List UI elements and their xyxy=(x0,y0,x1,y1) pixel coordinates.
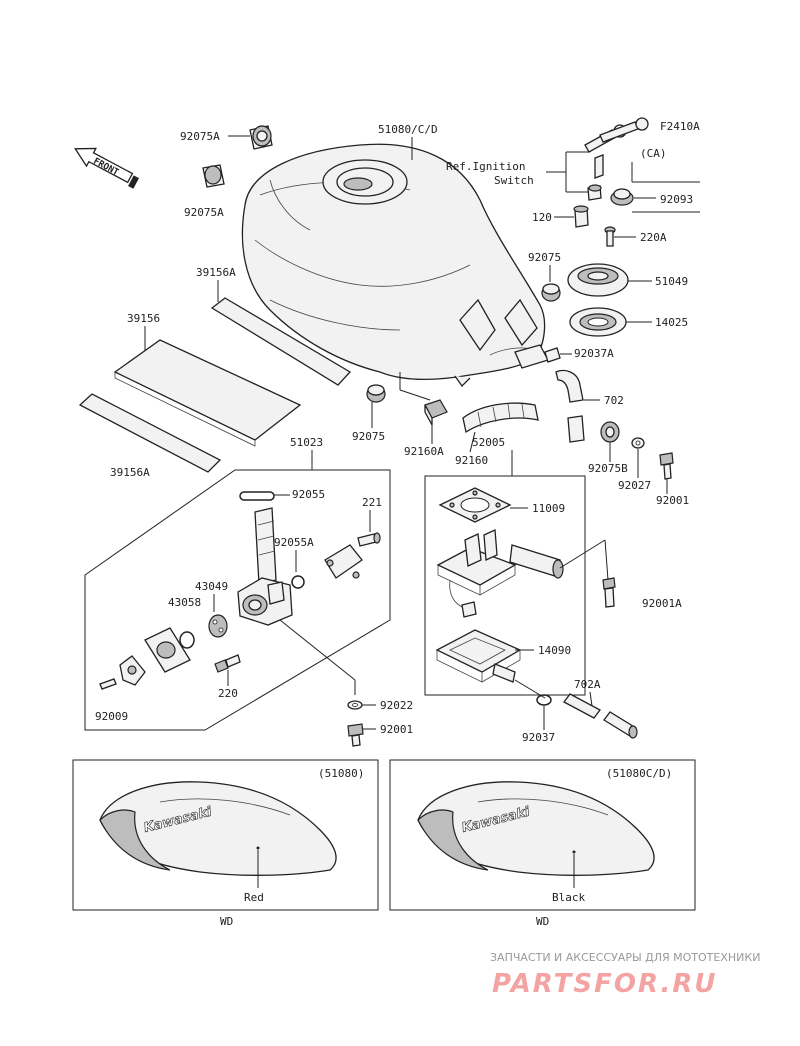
clip-part-92037A xyxy=(544,347,561,363)
variant-market-red: WD xyxy=(220,915,233,928)
part-label-92022: 92022 xyxy=(380,699,413,712)
pad-part-39156A-bottom xyxy=(78,393,222,473)
part-label-92160a: 92160A xyxy=(404,445,444,458)
part-label-92075-right: 92075 xyxy=(528,251,561,264)
part-label-39156a-top: 39156A xyxy=(196,266,236,279)
damper-part-92075A-top xyxy=(249,125,273,150)
fuel-cock-part-51023 xyxy=(237,507,293,626)
part-label-11009: 11009 xyxy=(532,502,565,515)
bolt-part-92001-bottom xyxy=(347,723,364,747)
screw-part-220 xyxy=(214,654,241,673)
bolt-part-92001A xyxy=(602,577,616,608)
cap-part-key-cylinder xyxy=(587,184,602,201)
part-label-92075a-top: 92075A xyxy=(180,130,220,143)
oring-part-92055 xyxy=(239,491,275,501)
watermark: ЗАПЧАСТИ И АКСЕССУАРЫ ДЛЯ МОТОТЕХНИКИ PA… xyxy=(490,951,760,999)
part-label-51080cd: 51080/C/D xyxy=(378,123,438,136)
part-label-92055: 92055 xyxy=(292,488,325,501)
cushion-part-92160 xyxy=(462,402,539,434)
front-arrow-icon: FRONT xyxy=(74,147,139,189)
fuel-pump-part-52005 xyxy=(436,529,564,618)
part-label-43058: 43058 xyxy=(168,596,201,609)
part-label-92037: 92037 xyxy=(522,731,555,744)
part-label-92075a-bottom: 92075A xyxy=(184,206,224,219)
pad-part-39156 xyxy=(113,339,302,447)
part-label-52005: 52005 xyxy=(472,436,505,449)
variant-color-black: Black xyxy=(552,891,585,904)
part-label-51049: 51049 xyxy=(655,275,688,288)
variant-panel-black: (51080C/D) Kawasaki Black xyxy=(389,759,696,911)
ring-part-14025 xyxy=(569,307,627,337)
fuel-pump-group-box xyxy=(424,475,586,696)
part-label-702: 702 xyxy=(604,394,624,407)
variant-code-black: (51080C/D) xyxy=(606,767,672,780)
part-label-702a: 702A xyxy=(574,678,601,691)
gasket-part-11009 xyxy=(438,487,512,523)
packing-part-43049 xyxy=(208,614,228,638)
cap-part-92093 xyxy=(610,188,634,206)
cover-part-diaphragm xyxy=(324,544,363,579)
part-label-120: 120 xyxy=(532,211,552,224)
cushion-part-92160A xyxy=(424,399,448,426)
part-label-92075b: 92075B xyxy=(588,462,628,475)
lever-part-fuel-cock xyxy=(119,655,146,686)
oring-part-43058 xyxy=(179,631,195,649)
variant-color-red: Red xyxy=(244,891,264,904)
part-label-14025: 14025 xyxy=(655,316,688,329)
lever-plate-part xyxy=(144,627,191,673)
washer-part-92027 xyxy=(631,437,645,449)
part-label-51023: 51023 xyxy=(290,436,323,449)
variant-market-black: WD xyxy=(536,915,549,928)
ca-variant-label: (CA) xyxy=(640,147,667,160)
ref-ignition-text: Ref.Ignition xyxy=(446,160,525,173)
part-label-92160: 92160 xyxy=(455,454,488,467)
part-label-92009: 92009 xyxy=(95,710,128,723)
variant-code-red: (51080) xyxy=(318,767,364,780)
cover-part-14090 xyxy=(435,629,522,683)
part-label-221: 221 xyxy=(362,496,382,509)
diagram-ref-code: F2410A xyxy=(660,120,700,133)
ref-switch-text: Switch xyxy=(494,174,534,187)
bolt-part-120 xyxy=(573,205,589,228)
part-label-92001a: 92001A xyxy=(642,597,682,610)
fuel-cock-group-box xyxy=(84,469,391,731)
screw-part-220A xyxy=(604,226,616,247)
washer-part-92022 xyxy=(347,700,363,710)
hose-part-702A xyxy=(563,693,638,739)
watermark-brand: PARTSFOR.RU xyxy=(492,969,717,999)
screw-part-221 xyxy=(357,532,381,547)
part-label-14090: 14090 xyxy=(538,644,571,657)
part-label-92075-mid: 92075 xyxy=(352,430,385,443)
pad-part-39156A-top xyxy=(210,297,352,386)
part-label-220: 220 xyxy=(218,687,238,700)
part-label-39156a-bottom: 39156A xyxy=(110,466,150,479)
screw-part-92009 xyxy=(99,678,117,690)
clip-part-92037 xyxy=(536,694,552,706)
damper-part-92075-right xyxy=(541,283,561,302)
oring-part-92055A xyxy=(291,575,305,589)
part-label-92001-bottom: 92001 xyxy=(380,723,413,736)
part-label-92093: 92093 xyxy=(660,193,693,206)
part-label-39156: 39156 xyxy=(127,312,160,325)
part-label-92055a: 92055A xyxy=(274,536,314,549)
part-label-220a: 220A xyxy=(640,231,667,244)
ignition-key-icon xyxy=(584,117,649,179)
part-label-92037a: 92037A xyxy=(574,347,614,360)
bolt-part-92001-right xyxy=(659,452,674,480)
variant-panel-red: (51080) Kawasaki Red xyxy=(72,759,379,911)
fuel-tank-part-51080 xyxy=(241,143,549,388)
watermark-subtitle: ЗАПЧАСТИ И АКСЕССУАРЫ ДЛЯ МОТОТЕХНИКИ xyxy=(490,951,760,964)
damper-part-92075-mid xyxy=(366,384,386,403)
hose-part-702 xyxy=(555,369,585,443)
grommet-part-92075B xyxy=(600,421,620,443)
cap-part-51049 xyxy=(567,263,629,297)
part-label-43049: 43049 xyxy=(195,580,228,593)
part-label-92001-right: 92001 xyxy=(656,494,689,507)
part-label-92027: 92027 xyxy=(618,479,651,492)
damper-part-92075A-bottom xyxy=(202,164,225,188)
